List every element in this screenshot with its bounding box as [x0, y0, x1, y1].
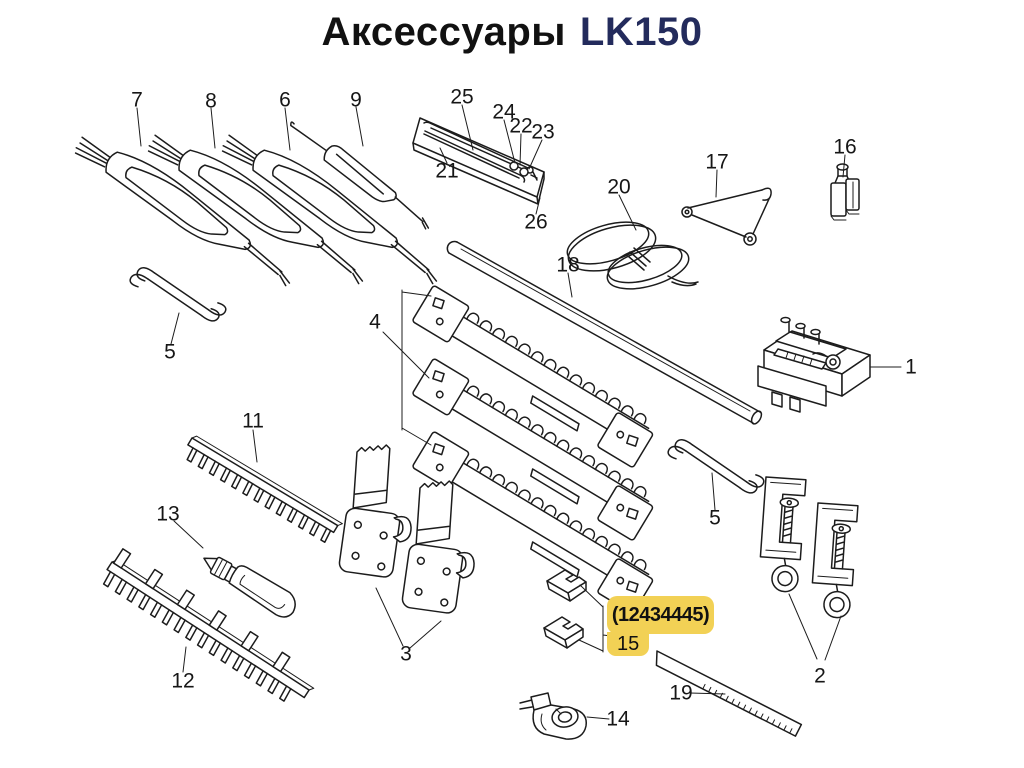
part-label-4: 4 [369, 310, 381, 334]
title-text: Аксессуары [321, 10, 566, 54]
part-label-25: 25 [450, 85, 474, 109]
part-1-row-counter [757, 316, 871, 413]
part-26-needle-plate [412, 117, 545, 205]
part-label-6: 6 [279, 88, 291, 112]
part-14-latch-tool [519, 692, 587, 740]
highlight-callout-part: 15 [607, 632, 649, 656]
part-17-yarn-guide [681, 187, 772, 246]
part-3-claw-weights [337, 440, 486, 617]
page-title: Аксессуары LK150 [0, 10, 1024, 55]
part-label-24: 24 [492, 100, 516, 124]
part-15-clips [543, 569, 587, 649]
part-label-14: 14 [606, 707, 630, 731]
leader-lines [136, 104, 902, 720]
part-label-19: 19 [669, 681, 693, 705]
part-label-7: 7 [131, 88, 143, 112]
title-model: LK150 [579, 10, 703, 54]
part-label-8: 8 [205, 89, 217, 113]
part-18-rod [446, 240, 763, 425]
part-label-5: 5 [164, 340, 176, 364]
part-15-leaders [578, 584, 612, 653]
part-label-3: 3 [400, 642, 412, 666]
part-label-11: 11 [242, 409, 264, 433]
part-4-bracket [382, 289, 432, 446]
part-20-cord [566, 221, 699, 290]
part-label-15: 15 [617, 632, 640, 655]
part-label-18: 18 [556, 253, 580, 277]
callout-number: (12434445) [611, 603, 710, 626]
part-2-table-clamps [757, 476, 859, 620]
part-label-1: 1 [905, 355, 917, 379]
part-label-16: 16 [833, 135, 857, 159]
part-label-22: 22 [509, 114, 533, 138]
part-label-2: 2 [814, 664, 826, 688]
part-11-comb [186, 435, 343, 544]
part-label-26: 26 [524, 210, 548, 234]
part-label-17: 17 [705, 150, 729, 174]
highlight-callout: (12434445) [607, 596, 714, 634]
part-5-fork-tool-right [664, 435, 768, 498]
part-label-21: 21 [435, 159, 459, 183]
part-label-12: 12 [171, 669, 195, 693]
part-label-23: 23 [531, 120, 555, 144]
part-19-gauge-ruler [655, 650, 803, 737]
part-label-20: 20 [607, 175, 631, 199]
part-12-comb [102, 548, 315, 702]
part-13-oil-bottle [203, 556, 296, 618]
part-label-9: 9 [350, 88, 362, 112]
part-label-13: 13 [156, 502, 180, 526]
part-label-5: 5 [709, 506, 721, 530]
part-16-stop-clamp [830, 163, 860, 221]
